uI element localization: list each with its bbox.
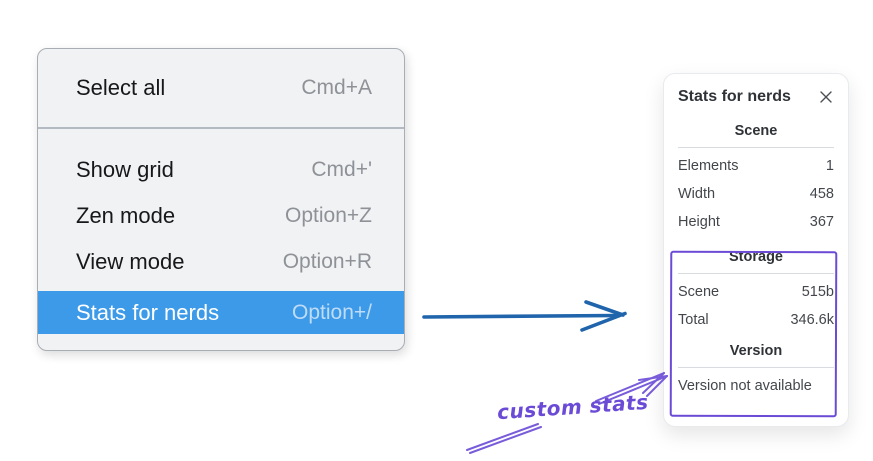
flow-arrow-icon [422, 300, 627, 332]
menu-item-view-mode[interactable]: View mode Option+R [38, 239, 404, 285]
stat-row-width: Width 458 [678, 180, 834, 208]
stat-label: Elements [678, 158, 739, 174]
section-title: Storage [729, 249, 783, 265]
menu-item-stats-for-nerds[interactable]: Stats for nerds Option+/ [38, 291, 404, 334]
menu-item-label: Zen mode [76, 203, 176, 228]
menu-group: Show grid Cmd+' Zen mode Option+Z View m… [38, 129, 404, 334]
annotation-arrow-icon [466, 372, 668, 454]
menu-item-shortcut: Cmd+' [311, 158, 372, 181]
section-divider [678, 147, 834, 148]
section-scene: Scene Elements 1 Width 458 Height 367 [678, 121, 834, 236]
stat-label: Height [678, 214, 720, 230]
stat-label: Width [678, 186, 716, 202]
stat-row-elements: Elements 1 [678, 152, 834, 180]
menu-item-label: Show grid [76, 157, 174, 182]
stats-panel: Stats for nerds Scene Elements 1 Width [663, 73, 849, 427]
menu-item-shortcut: Cmd+A [301, 76, 372, 99]
section-divider [678, 273, 834, 274]
menu-item-zen-mode[interactable]: Zen mode Option+Z [38, 193, 404, 239]
stat-row-total: Total 346.6k [678, 306, 834, 334]
section-title: Version [729, 343, 783, 359]
menu-item-label: Select all [76, 75, 166, 100]
stats-panel-header: Stats for nerds [678, 88, 834, 106]
menu-item-show-grid[interactable]: Show grid Cmd+' [38, 147, 404, 193]
stats-panel-title: Stats for nerds [678, 88, 791, 105]
version-note: Version not available [678, 378, 812, 394]
menu-item-label: Stats for nerds [76, 299, 220, 325]
menu-item-shortcut: Option+R [282, 250, 372, 273]
section-version: Version Version not available [678, 341, 834, 400]
stat-label: Total [678, 312, 709, 328]
stat-row-height: Height 367 [678, 208, 834, 236]
menu-item-label: View mode [76, 249, 185, 274]
section-title: Scene [734, 123, 778, 139]
close-button[interactable] [818, 89, 834, 105]
stat-value: 515b [801, 284, 834, 300]
menu-divider [38, 127, 404, 129]
stat-label: Scene [678, 284, 720, 300]
section-storage: Storage Scene 515b Total 346.6k [678, 247, 834, 334]
menu-item-shortcut: Option+/ [292, 300, 372, 324]
stat-row-scene: Scene 515b [678, 278, 834, 306]
menu-item-shortcut: Option+Z [285, 204, 372, 227]
close-icon [820, 91, 832, 103]
menu-item-select-all[interactable]: Select all Cmd+A [38, 49, 404, 127]
stat-value: 458 [809, 186, 834, 202]
stat-value: 1 [825, 158, 834, 174]
stat-value: 367 [809, 214, 834, 230]
context-menu: Select all Cmd+A Show grid Cmd+' Zen mod… [37, 48, 405, 351]
section-divider [678, 367, 834, 368]
stat-value: 346.6k [790, 312, 834, 328]
